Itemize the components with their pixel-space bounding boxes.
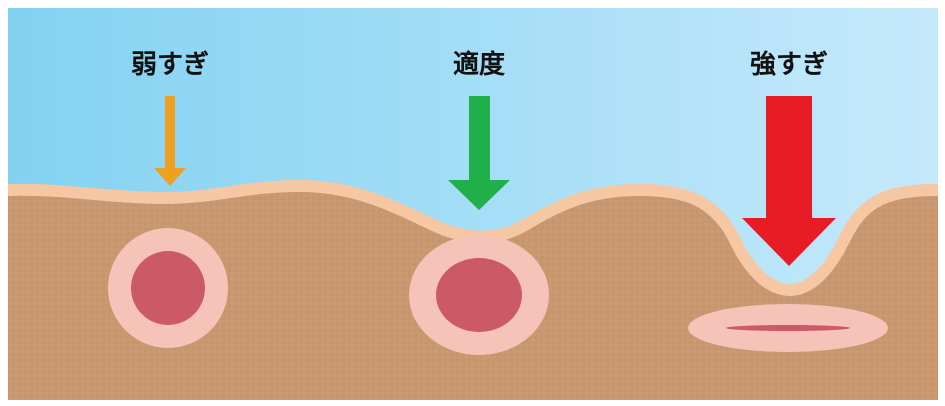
vessel-moderate <box>409 235 549 355</box>
vessel-moderate-core <box>436 258 522 332</box>
vessel-weak-core <box>131 251 205 325</box>
vessel-weak <box>108 228 228 348</box>
label-strong: 強すぎ <box>749 50 829 80</box>
arrow-weak <box>154 96 186 186</box>
arrow-moderate <box>448 96 510 210</box>
skin-surface <box>7 180 939 296</box>
label-moderate: 適度 <box>452 50 506 80</box>
label-weak: 弱すぎ <box>130 50 210 80</box>
vessel-strong <box>688 304 888 352</box>
vessel-strong-core <box>726 325 850 331</box>
arrow-strong <box>742 96 836 266</box>
